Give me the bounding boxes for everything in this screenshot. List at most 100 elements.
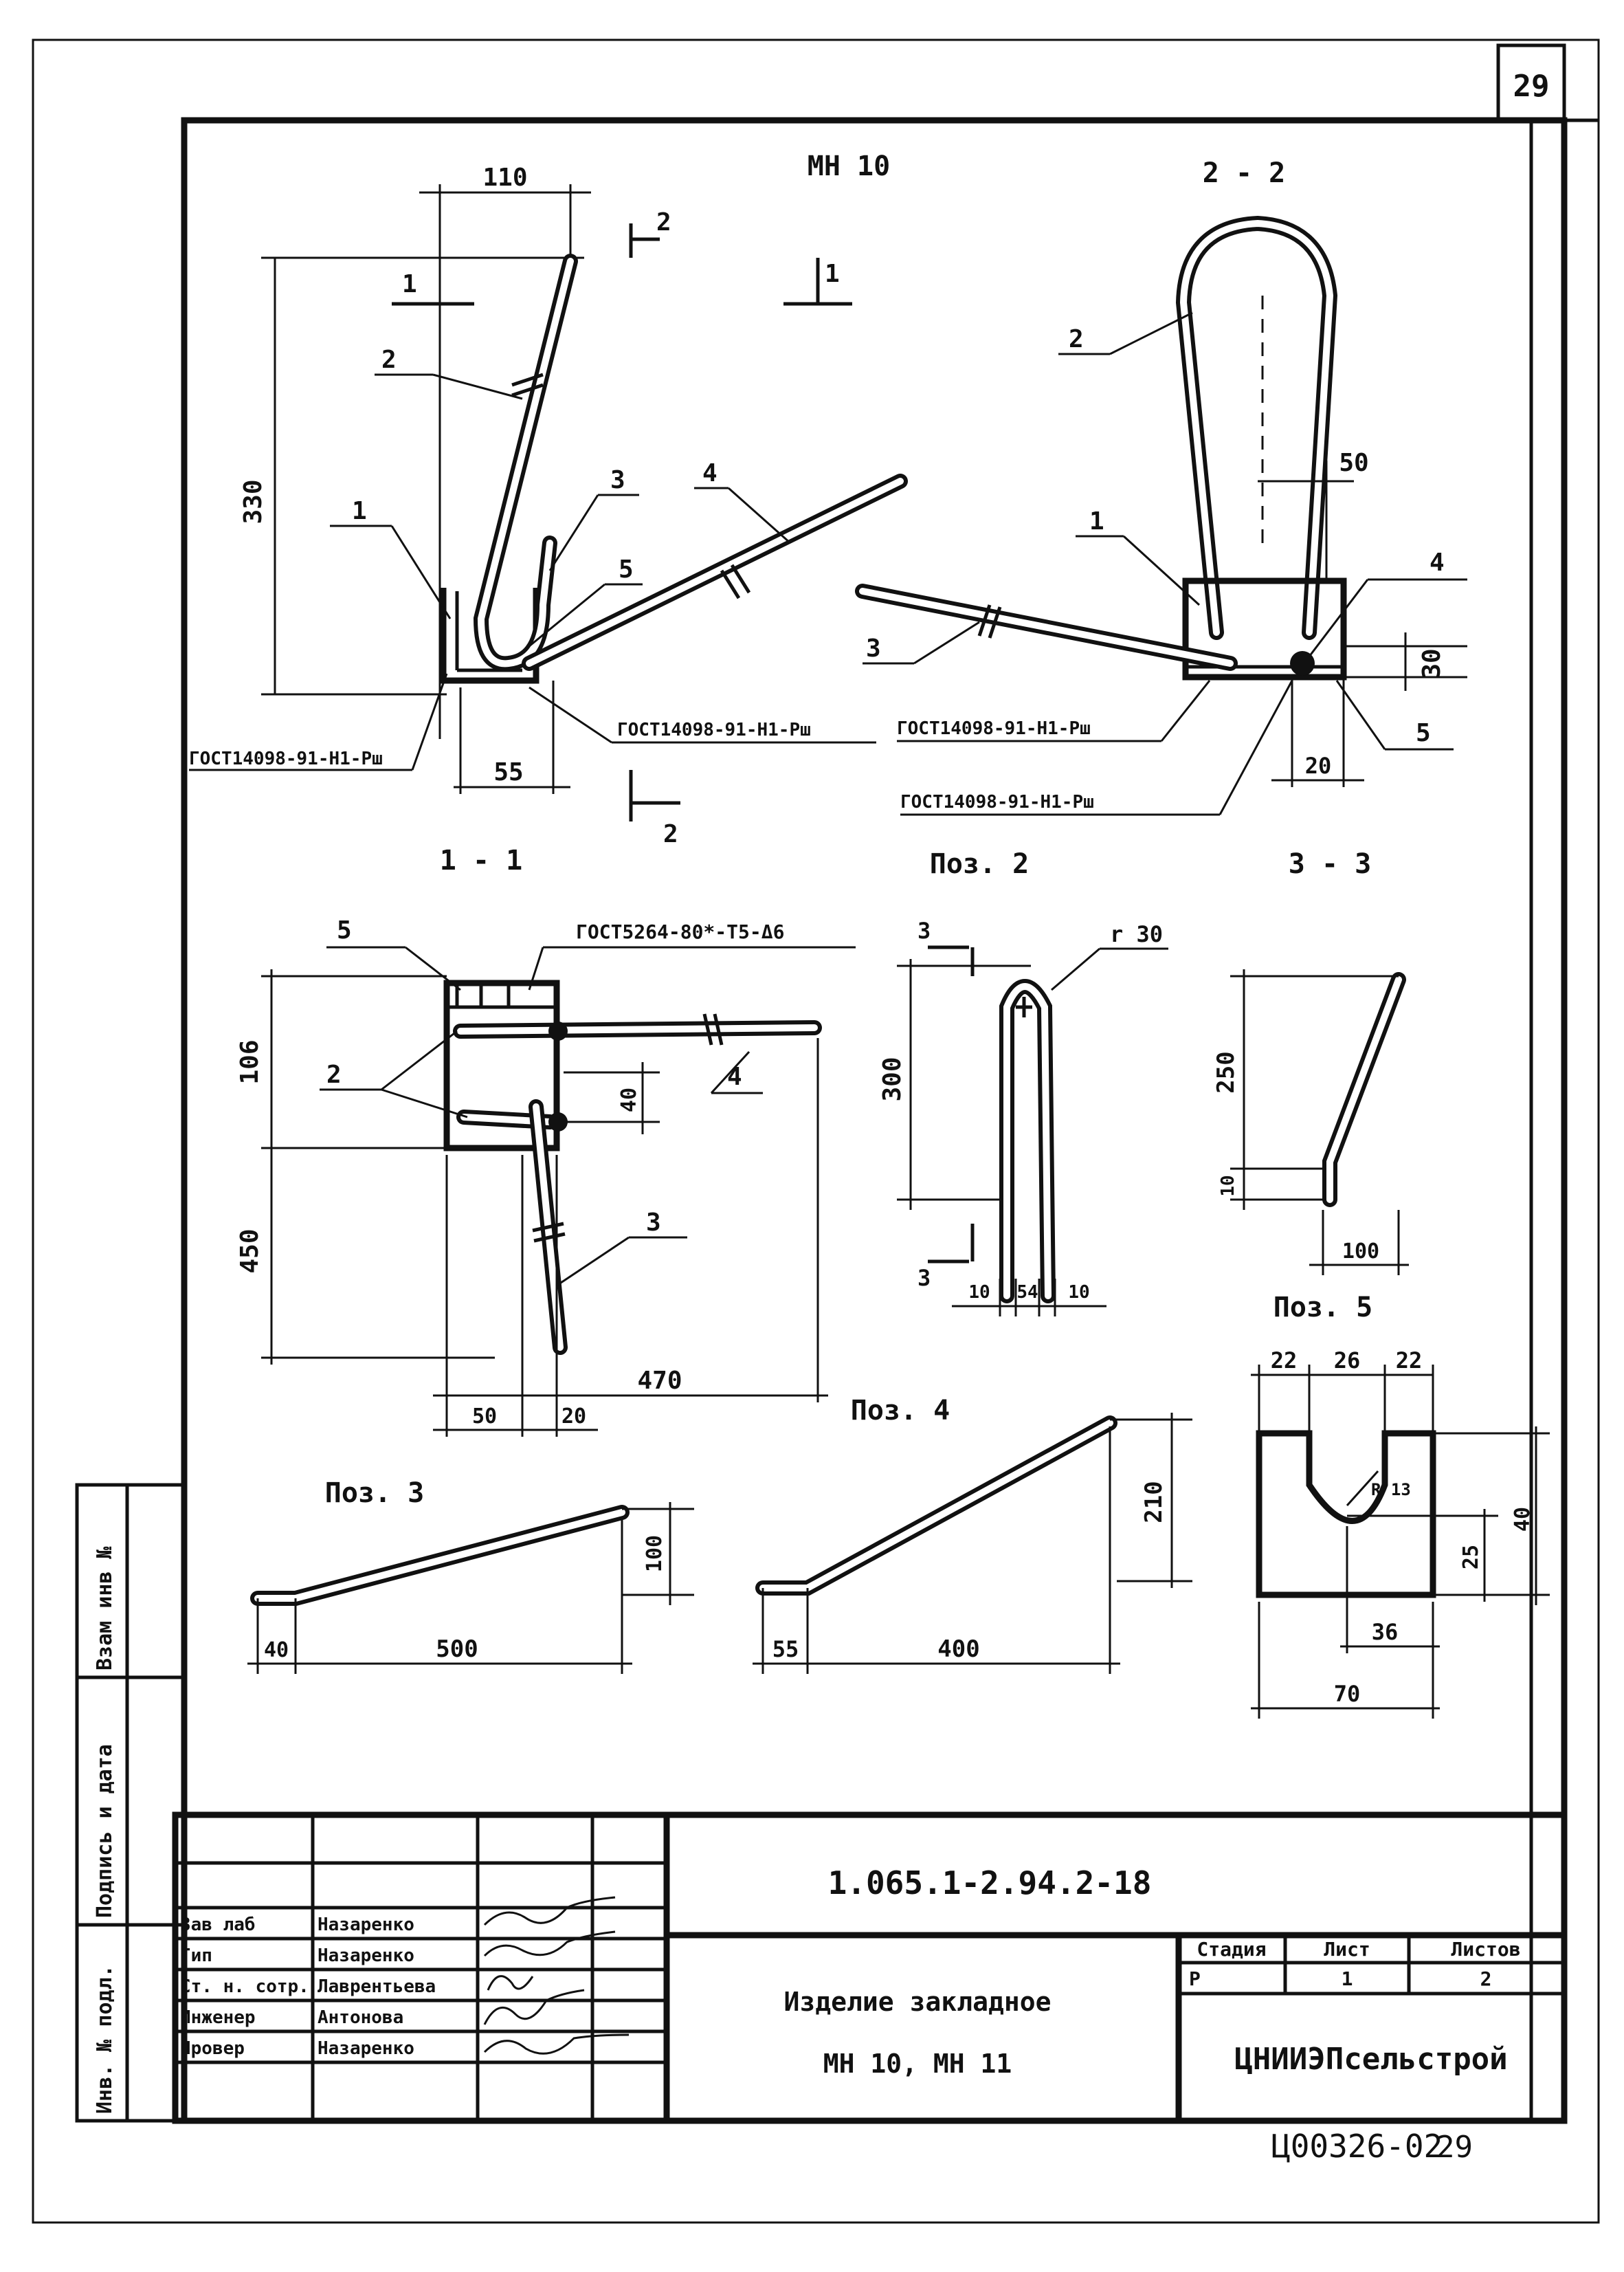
main-dim-330: 330 — [239, 479, 267, 524]
section-2-2: 2 - 2 50 30 20 2 1 4 3 — [855, 157, 1467, 816]
pos-5-dim-r13: R 13 — [1371, 1480, 1411, 1499]
signature-2 — [487, 1975, 534, 1991]
name-1: Назаренко — [318, 1945, 414, 1966]
sheet-header: Лист — [1324, 1938, 1370, 1961]
main-section-1-right: 1 — [825, 260, 840, 288]
signature-3 — [483, 1989, 585, 2025]
footer-sheet: 29 — [1436, 2130, 1473, 2165]
section-3-3: 3 - 3 250 10 100 — [1212, 848, 1409, 1275]
section-1-1-title: 1 - 1 — [440, 845, 522, 876]
section-1-1-label-3: 3 — [646, 1209, 661, 1237]
section-1-1-dim-106: 106 — [236, 1039, 264, 1084]
section-2-2-dim-30: 30 — [1418, 648, 1446, 678]
main-weld-note-left: ГОСТ14098-91-Н1-Рш — [189, 749, 383, 769]
role-3: Инженер — [180, 2007, 256, 2028]
main-section-2-top: 2 — [656, 208, 671, 236]
section-3-3-dim-10: 10 — [1218, 1175, 1238, 1196]
pos-3-view: Поз. 3 100 40 500 — [247, 1477, 694, 1674]
pos-2-dim-300: 300 — [878, 1057, 906, 1101]
pos-5-title: Поз. 5 — [1273, 1292, 1373, 1323]
organization: ЦНИИЭПсельстрой — [1234, 2042, 1507, 2077]
item-name-line2: МН 10, МН 11 — [823, 2049, 1012, 2079]
signature-0 — [483, 1896, 616, 1926]
pos-2-title: Поз. 2 — [930, 848, 1030, 880]
section-2-2-dim-20: 20 — [1305, 753, 1332, 779]
main-label-2: 2 — [381, 346, 397, 374]
pos-3-dim-100: 100 — [643, 1535, 667, 1572]
section-1-1-dim-20: 20 — [561, 1404, 586, 1429]
section-1-1-dim-40: 40 — [617, 1088, 641, 1112]
pos-4-dim-400: 400 — [937, 1635, 979, 1663]
pos-2-section-3-bottom: 3 — [917, 1265, 931, 1291]
section-2-2-weld-note-2: ГОСТ14098-91-Н1-Рш — [900, 792, 1094, 813]
section-2-2-title: 2 - 2 — [1203, 157, 1285, 189]
main-section-2-bottom: 2 — [663, 820, 678, 848]
section-1-1: 1 - 1 106 40 450 470 50 — [236, 845, 856, 1437]
pos-2-view: Поз. 2 300 r 30 10 54 10 3 3 — [878, 848, 1168, 1316]
footer-code: Ц00326-02 — [1271, 2128, 1443, 2165]
side-stamp-replace: Взам инв № — [93, 1545, 117, 1670]
item-name-line1: Изделие закладное — [784, 1987, 1052, 2017]
pos-4-dim-210: 210 — [1140, 1481, 1168, 1523]
role-0: Зав лаб — [180, 1915, 256, 1935]
name-0: Назаренко — [318, 1915, 414, 1935]
pos-2-section-3-top: 3 — [917, 918, 931, 944]
name-3: Антонова — [318, 2007, 403, 2028]
section-1-1-weld-note: ГОСТ5264-80*-Т5-Δ6 — [576, 920, 784, 943]
main-view: 110 330 1 2 3 4 5 — [189, 164, 908, 848]
section-2-2-weld-note-1: ГОСТ14098-91-Н1-Рш — [897, 718, 1091, 739]
main-weld-note-right: ГОСТ14098-91-Н1-Рш — [617, 720, 811, 740]
main-label-5: 5 — [619, 555, 634, 584]
pos-5-dim-25: 25 — [1459, 1545, 1483, 1569]
section-1-1-dim-470: 470 — [637, 1367, 682, 1395]
section-1-1-dim-450: 450 — [236, 1228, 264, 1273]
signature-1 — [483, 1930, 616, 1957]
pos-5-dim-40: 40 — [1511, 1507, 1535, 1532]
doc-code: 1.065.1-2.94.2-18 — [828, 1864, 1152, 1901]
title-block: 1.065.1-2.94.2-18 Изделие закладное МН 1… — [172, 1811, 1568, 2124]
role-4: Провер — [180, 2038, 245, 2059]
pos-5-dim-22-right: 22 — [1396, 1347, 1423, 1374]
pos-2-dim-10-left: 10 — [968, 1282, 990, 1303]
name-4: Назаренко — [318, 2038, 414, 2059]
section-3-3-title: 3 - 3 — [1289, 848, 1371, 880]
section-1-1-dim-50: 50 — [472, 1404, 497, 1429]
name-2: Лаврентьева — [318, 1976, 436, 1997]
pos-2-dim-54: 54 — [1016, 1282, 1038, 1303]
main-label-1: 1 — [352, 497, 367, 525]
pos-5-view: Поз. 5 22 26 22 R 13 40 25 36 70 — [1251, 1292, 1550, 1719]
stage-value: Р — [1189, 1967, 1201, 1990]
signature-4 — [483, 2033, 630, 2055]
side-stamp-signature: Подпись и дата — [93, 1744, 117, 1918]
role-1: Гип — [180, 1945, 212, 1966]
section-2-2-label-4: 4 — [1430, 549, 1445, 577]
pos-5-dim-26: 26 — [1334, 1347, 1361, 1374]
drawing-title: МН 10 — [808, 151, 890, 182]
sheet-value: 1 — [1342, 1967, 1353, 1990]
side-stamp: Взам инв № Подпись и дата Инв. № подл. — [75, 1483, 186, 2123]
sheets-value: 2 — [1480, 1967, 1492, 1990]
inner-frame — [181, 117, 1568, 2124]
pos-4-dim-55: 55 — [772, 1636, 799, 1662]
main-dim-55: 55 — [493, 758, 523, 786]
section-2-2-label-1: 1 — [1089, 507, 1104, 536]
section-3-3-dim-250: 250 — [1212, 1051, 1240, 1093]
section-2-2-label-2: 2 — [1069, 325, 1084, 353]
pos-3-dim-40: 40 — [264, 1638, 289, 1662]
pos-2-dim-r30: r 30 — [1110, 921, 1163, 947]
section-1-1-label-4: 4 — [727, 1063, 742, 1091]
section-3-3-dim-100: 100 — [1342, 1239, 1379, 1264]
section-1-1-label-5: 5 — [337, 916, 352, 945]
role-2: Ст. н. сотр. — [180, 1976, 309, 1997]
main-label-4: 4 — [702, 459, 718, 487]
pos-3-dim-500: 500 — [436, 1635, 478, 1663]
section-2-2-dim-50: 50 — [1339, 449, 1368, 477]
pos-4-title: Поз. 4 — [851, 1395, 950, 1426]
pos-3-title: Поз. 3 — [325, 1477, 425, 1509]
sheets-header: Листов — [1451, 1938, 1520, 1961]
main-section-1-left: 1 — [402, 270, 417, 298]
section-2-2-label-3: 3 — [866, 635, 881, 663]
section-1-1-label-2: 2 — [326, 1061, 342, 1089]
section-2-2-label-5: 5 — [1416, 719, 1431, 747]
